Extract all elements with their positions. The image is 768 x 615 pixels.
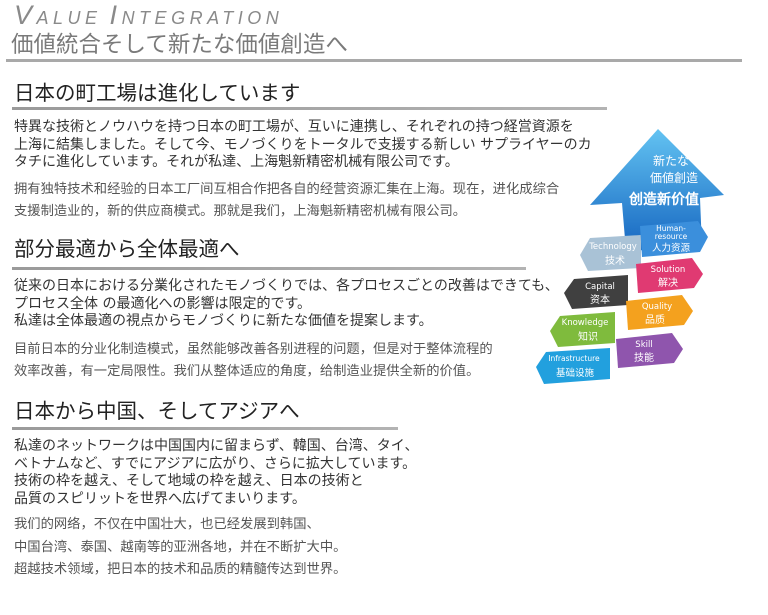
tile-capital-shape — [564, 275, 628, 309]
tile-knowledge-shape — [550, 312, 615, 347]
tile-technology: Technology 技术 — [580, 235, 641, 271]
tile-capital-en: Capital — [585, 282, 615, 292]
tile-capital: Capital 资本 — [564, 275, 628, 309]
tile-infrastructure-shape — [536, 348, 610, 384]
section-2-ja-line: 従来の日本における分業化されたモノづくりでは、各プロセスごとの改善はできても、 — [14, 278, 559, 294]
tile-infrastructure-en: Infrastructure — [548, 354, 600, 363]
tile-quality-en: Quality — [642, 302, 672, 312]
section-1-zh-line: 支援制造业的，新的供应商模式。那就是我们，上海魁新精密机械有限公司。 — [14, 204, 467, 219]
tile-solution-en: Solution — [651, 265, 686, 275]
big-arrow-shape — [590, 129, 724, 251]
tile-quality-zh: 品质 — [645, 314, 665, 326]
section-1-zh-line: 拥有独特技术和经验的日本工厂间互相合作把各自的经营资源汇集在上海。现在，进化成综… — [14, 182, 560, 197]
tile-infrastructure-zh: 基础设施 — [556, 367, 595, 379]
section-2-ja-line: プロセス全体 の最適化への影響は限定的です。 — [14, 295, 312, 312]
section-3-underline — [12, 427, 398, 430]
page-subtitle: 価値統合そして新たな価値創造へ — [11, 32, 348, 58]
tile-technology-en: Technology — [588, 242, 637, 252]
tile-quality: Quality 品质 — [626, 295, 693, 330]
section-2-japanese-text: 従来の日本における分業化されたモノづくりでは、各プロセスごとの改善はできても、 … — [14, 278, 559, 331]
tile-skill-en: Skill — [635, 340, 652, 350]
tile-skill-zh: 技能 — [634, 351, 654, 364]
section-3-zh-line: 中国台湾、泰国、越南等的亚洲各地，并在不断扩大中。 — [14, 539, 347, 555]
tile-skill: Skill 技能 — [616, 333, 683, 368]
section-3-ja-line: 技術の枠を越え、そして地域の枠を越え、日本の技術と — [14, 473, 364, 490]
tile-human-resource: Human- resource 人力资源 — [640, 221, 708, 257]
section-1-ja-line: タチに進化しています。それが私達、上海魁新精密机械有限公司です。 — [14, 154, 459, 170]
section-2-chinese-text: 目前日本的分业化制造模式，虽然能够改善各别进程的问题，但是对于整体流程的 效率改… — [14, 339, 493, 383]
section-1-heading: 日本の町工場は進化しています — [14, 81, 301, 105]
section-2-zh-line: 效率改善，有一定局限性。我们从整体适应的角度，给制造业提供全新的价值。 — [14, 364, 480, 379]
section-2-ja-line: 私達は全体最適の視点からモノづくりに新たな価値を提案します。 — [14, 313, 433, 329]
tile-solution: Solution 解决 — [636, 258, 703, 293]
brand-title-word-integration: INTEGRATION — [109, 0, 284, 30]
tile-technology-zh: 技术 — [605, 254, 625, 267]
arrow-text-line2: 価値創造 — [650, 170, 698, 185]
tile-solution-shape — [636, 258, 703, 293]
brand-title-word-value: VALUE — [14, 0, 102, 30]
section-1-ja-line: 特異な技術とノウハウを持つ日本の町工場が、互いに連携し、それぞれの持つ経営資源を — [14, 119, 574, 135]
section-3-chinese-text: 我们的网络，不仅在中国壮大，也已经发展到韩国、 中国台湾、泰国、越南等的亚洲各地… — [14, 514, 346, 582]
section-3-ja-line: 品質のスピリットを世界へ広げてまいります。 — [14, 491, 306, 508]
tile-solution-zh: 解决 — [658, 276, 678, 289]
tile-human-resource-zh: 人力资源 — [652, 242, 691, 254]
section-1-japanese-text: 特異な技術とノウハウを持つ日本の町工場が、互いに連携し、それぞれの持つ経営資源を… — [14, 119, 592, 172]
tile-quality-shape — [626, 295, 693, 330]
tile-human-resource-en-line1: Human- — [656, 224, 686, 233]
tile-human-resource-en-line2: resource — [655, 232, 688, 241]
section-3-heading: 日本から中国、そしてアジアへ — [14, 399, 300, 423]
section-1-chinese-text: 拥有独特技术和经验的日本工厂间互相合作把各自的经营资源汇集在上海。现在，进化成综… — [14, 179, 559, 223]
tile-human-resource-shape — [640, 221, 708, 257]
value-creation-arrow-graphic: 新たな 価値創造 创造新价值 Technology 技术 Human- reso… — [536, 129, 724, 384]
section-3-ja-line: ベトナムなど、すでにアジアに広がり、さらに拡大しています。 — [14, 455, 417, 472]
section-3-zh-line: 我们的网络，不仅在中国壮大，也已经发展到韩国、 — [14, 517, 320, 532]
section-3-japanese-text: 私達のネットワークは中国国内に留まらず、韓国、台湾、タイ、 ベトナムなど、すでに… — [14, 438, 418, 509]
tile-knowledge: Knowledge 知识 — [550, 312, 615, 347]
tile-technology-shape — [580, 235, 641, 271]
tile-capital-zh: 资本 — [590, 293, 610, 306]
section-1-underline — [12, 107, 607, 110]
section-2-underline — [12, 267, 526, 270]
section-3-zh-line: 超越技术领域，把日本的技术和品质的精髓传达到世界。 — [14, 562, 347, 577]
arrow-text-line3: 创造新价值 — [628, 191, 699, 208]
section-2-heading: 部分最適から全体最適へ — [14, 237, 240, 261]
section-3-ja-line: 私達のネットワークは中国国内に留まらず、韓国、台湾、タイ、 — [14, 438, 419, 454]
tile-knowledge-en: Knowledge — [562, 318, 609, 328]
header-divider — [6, 59, 742, 62]
tile-knowledge-zh: 知识 — [578, 330, 598, 343]
arrow-text-line1: 新たな — [653, 153, 689, 168]
tile-skill-shape — [616, 333, 683, 368]
section-1-ja-line: 上海に結集しました。そして今、モノづくりをトータルで支援する新しい サプライヤー… — [14, 136, 592, 153]
section-2-zh-line: 目前日本的分业化制造模式，虽然能够改善各别进程的问题，但是对于整体流程的 — [14, 342, 493, 357]
tile-infrastructure: Infrastructure 基础设施 — [536, 348, 610, 384]
